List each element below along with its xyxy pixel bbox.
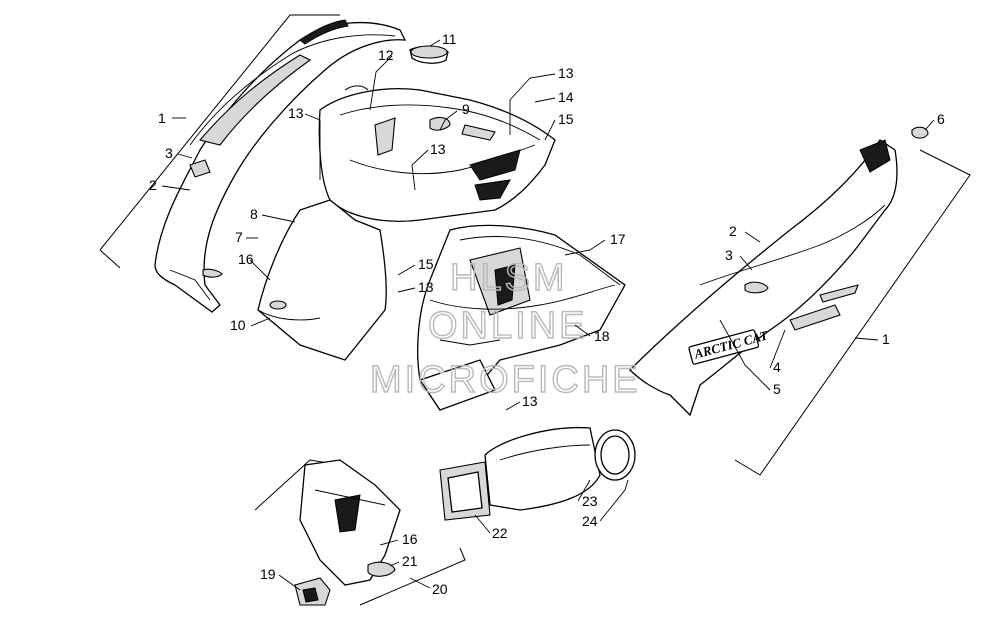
left-side-panel — [99, 14, 407, 313]
callout-13-d: 13 — [418, 279, 434, 295]
inner-console — [417, 224, 626, 411]
callout-24: 24 — [582, 513, 598, 529]
callout-5: 5 — [773, 381, 781, 397]
callout-10: 10 — [230, 317, 246, 333]
callout-13-e: 13 — [522, 393, 538, 409]
callout-labels: 1 3 2 8 7 16 10 12 11 13 9 13 13 14 15 1… — [149, 31, 945, 597]
callout-16-lower: 16 — [402, 531, 418, 547]
watermark-line-2: ONLINE — [428, 305, 587, 347]
callout-21: 21 — [402, 553, 418, 569]
callout-13-a: 13 — [288, 105, 304, 121]
callout-15-a: 15 — [558, 111, 574, 127]
callout-3-right: 3 — [725, 247, 733, 263]
callout-11: 11 — [442, 31, 457, 47]
leader-lines — [161, 39, 935, 591]
callout-13-c: 13 — [558, 65, 574, 81]
callout-9: 9 — [462, 101, 470, 117]
right-side-panel: ARCTIC CAT — [629, 126, 971, 476]
watermark-line-1: HLSM — [450, 257, 568, 299]
callout-13-b: 13 — [430, 141, 446, 157]
callout-4: 4 — [773, 359, 781, 375]
callout-1-left: 1 — [158, 110, 166, 126]
callout-1-right: 1 — [882, 331, 890, 347]
watermark-line-3: MICROFICHE — [370, 359, 641, 401]
callout-7: 7 — [235, 229, 243, 245]
callout-8: 8 — [250, 206, 258, 222]
lower-nose — [254, 459, 466, 606]
callout-3-left: 3 — [165, 145, 173, 161]
callout-2-left: 2 — [149, 177, 157, 193]
callout-20: 20 — [432, 581, 448, 597]
callout-15-b: 15 — [418, 256, 434, 272]
watermark: HLSM ONLINE MICROFICHE — [369, 256, 641, 401]
callout-23: 23 — [582, 493, 598, 509]
callout-14: 14 — [558, 89, 574, 105]
callout-17: 17 — [610, 231, 626, 247]
callout-19: 19 — [260, 566, 276, 582]
callout-12: 12 — [378, 47, 394, 63]
upper-nose-hood — [257, 45, 556, 361]
callout-2-right: 2 — [729, 223, 737, 239]
callout-6: 6 — [937, 111, 945, 127]
callout-16-upper: 16 — [238, 251, 254, 267]
callout-22: 22 — [492, 525, 508, 541]
callout-18: 18 — [594, 328, 610, 344]
air-intake-duct — [439, 426, 636, 521]
